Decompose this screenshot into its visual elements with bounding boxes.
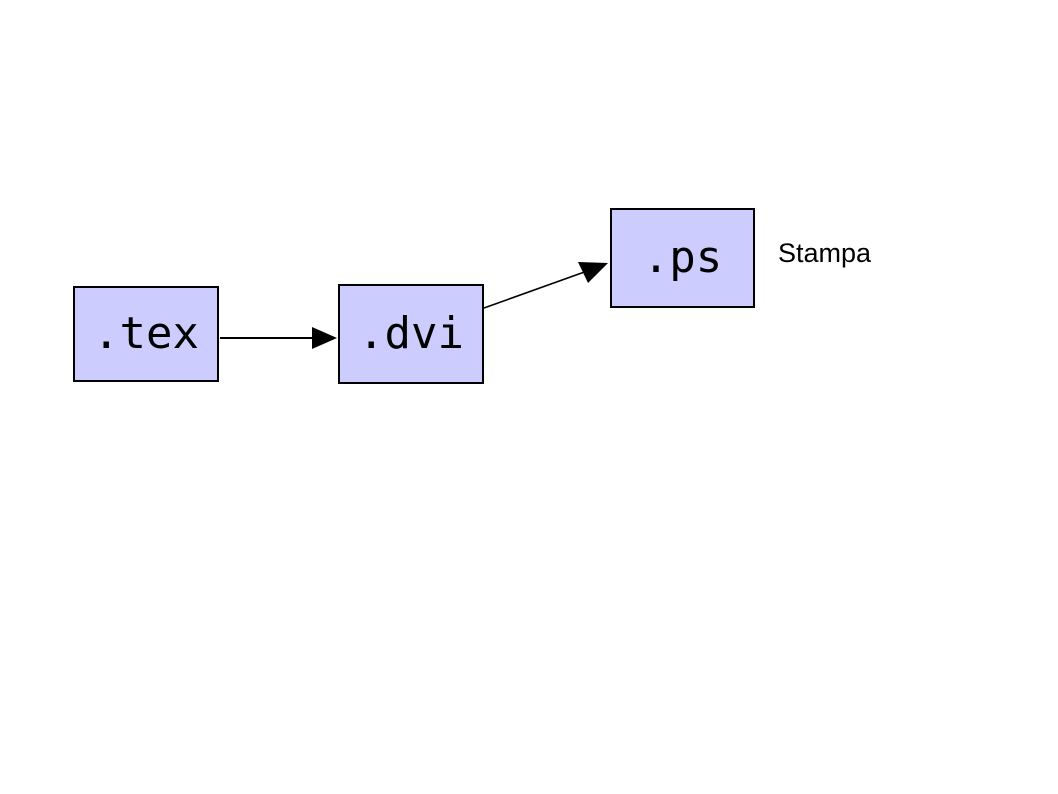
- node-ps-label: .ps: [642, 232, 723, 283]
- node-dvi[interactable]: .dvi: [338, 284, 484, 384]
- node-dvi-label: .dvi: [358, 308, 464, 359]
- edge-tex-to-dvi-arrowhead: [312, 327, 337, 349]
- node-tex[interactable]: .tex: [73, 286, 219, 382]
- node-ps[interactable]: .ps: [610, 208, 755, 308]
- annotation-stampa: Stampa: [778, 238, 872, 268]
- edge-tex-to-dvi: [220, 327, 337, 349]
- node-tex-label: .tex: [93, 308, 199, 359]
- edge-dvi-to-ps-arrowhead: [578, 262, 608, 283]
- edge-dvi-to-ps: [483, 262, 608, 309]
- edge-dvi-to-ps-line: [483, 269, 591, 309]
